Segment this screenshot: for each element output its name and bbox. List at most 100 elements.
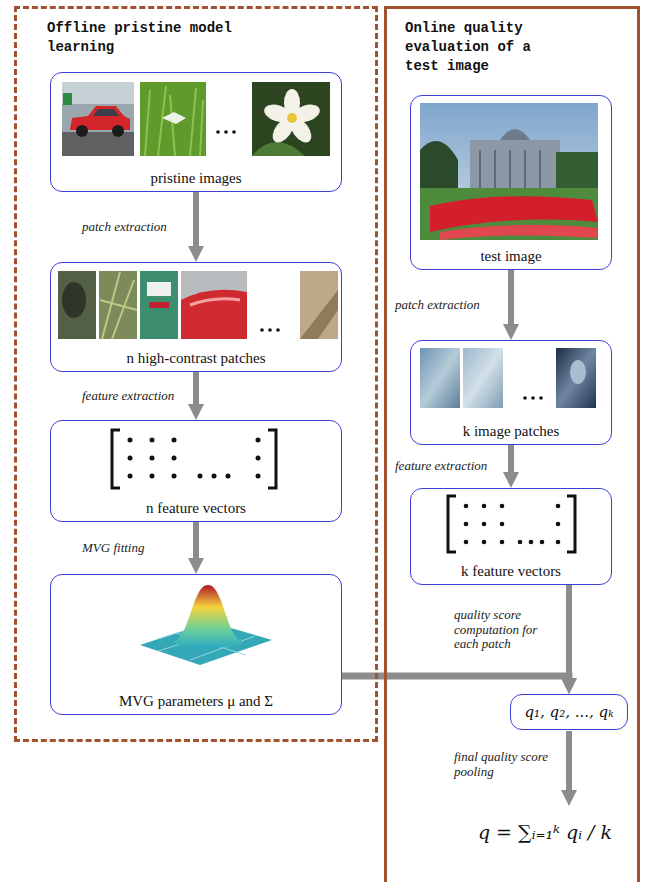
patch xyxy=(463,348,503,408)
dot xyxy=(256,438,261,443)
edge-label: patch extraction xyxy=(80,220,188,235)
flow-arrow xyxy=(193,522,199,562)
dot xyxy=(464,522,469,527)
dot xyxy=(523,396,527,400)
dot xyxy=(518,540,523,545)
process-box: MVG parameters μ and Σ xyxy=(50,574,342,715)
dot xyxy=(531,396,535,400)
patch-detail xyxy=(149,302,169,308)
flow-arrow xyxy=(566,585,572,682)
patch xyxy=(556,348,596,408)
pristine-image-flower xyxy=(252,82,330,156)
dot xyxy=(128,438,133,443)
car-wheel xyxy=(76,125,88,137)
edge-label: feature extraction xyxy=(393,459,501,474)
lawn xyxy=(420,188,598,240)
edge-label: feature extraction xyxy=(80,389,188,404)
edge-label: MVG fitting xyxy=(80,541,188,556)
dot xyxy=(260,328,264,332)
dot xyxy=(276,328,280,332)
box-label: n feature vectors xyxy=(146,499,246,517)
building-columns xyxy=(480,150,540,188)
patch xyxy=(58,271,96,339)
patch xyxy=(140,271,178,339)
dot xyxy=(172,438,177,443)
dot xyxy=(216,130,220,134)
panel-heading: Online quality evaluation of a test imag… xyxy=(405,9,545,76)
building-dome xyxy=(500,129,530,140)
box-label: n high-contrast patches xyxy=(126,349,265,367)
pooling-arrow xyxy=(566,731,572,794)
flower-center xyxy=(287,113,297,123)
dot xyxy=(150,474,155,479)
flow-arrow xyxy=(193,192,199,250)
pristine-image-grass xyxy=(140,82,206,156)
flow-arrow xyxy=(508,445,514,476)
dot xyxy=(212,474,217,479)
patch-detail xyxy=(300,290,338,339)
feature-matrix xyxy=(112,430,276,488)
box-label: k image patches xyxy=(463,422,560,440)
photo-ground xyxy=(62,82,134,156)
patch-detail xyxy=(570,360,586,384)
patch xyxy=(420,348,460,408)
edge-label: patch extraction xyxy=(393,298,501,313)
box-label: q₁, q₂, ..., qₖ xyxy=(524,703,613,721)
photo-ground xyxy=(252,82,330,156)
dot xyxy=(556,522,561,527)
patch xyxy=(300,271,338,339)
process-box: k feature vectors xyxy=(410,488,612,585)
flower-bed xyxy=(440,225,598,240)
butterfly xyxy=(162,112,186,124)
box-label: test image xyxy=(480,247,541,265)
test-photo xyxy=(420,103,598,240)
photo-grass xyxy=(140,82,206,156)
process-box: n feature vectors xyxy=(50,420,342,522)
dot xyxy=(172,456,177,461)
panel-heading: Offline pristine model learning xyxy=(47,9,252,57)
matrix-bracket xyxy=(448,496,575,552)
process-box: k image patches xyxy=(410,340,612,445)
pooling-formula: q = ∑ᵢ₌₁ᵏ qᵢ / k xyxy=(470,821,620,844)
dot xyxy=(226,474,231,479)
dot xyxy=(172,474,177,479)
test-patch-set xyxy=(420,348,596,408)
dot xyxy=(464,540,469,545)
flow-arrow xyxy=(193,372,199,408)
photo-sky xyxy=(420,103,598,240)
feature-matrix xyxy=(448,496,575,552)
leaf xyxy=(252,142,305,156)
pristine-image-car xyxy=(62,82,134,156)
patch xyxy=(181,271,247,339)
dot xyxy=(482,504,487,509)
box-label: k feature vectors xyxy=(461,562,561,580)
photo-sky xyxy=(62,82,134,104)
process-box: n high-contrast patches xyxy=(50,262,342,372)
dot xyxy=(540,540,545,545)
matrix-bracket xyxy=(112,430,276,488)
patch-detail xyxy=(190,299,240,305)
dot xyxy=(150,456,155,461)
photo-road xyxy=(62,132,134,156)
dot xyxy=(198,474,203,479)
dot xyxy=(256,474,261,479)
dot xyxy=(268,328,272,332)
dot xyxy=(556,540,561,545)
offline-panel: Offline pristine model learningpristine … xyxy=(14,6,378,742)
annotation-label: final quality score pooling xyxy=(452,750,556,780)
patch-detail xyxy=(100,272,137,339)
dot xyxy=(556,504,561,509)
car-window xyxy=(93,109,119,116)
dot xyxy=(464,504,469,509)
dot xyxy=(482,522,487,527)
car-wheel xyxy=(112,125,124,137)
box-label: MVG parameters μ and Σ xyxy=(119,692,273,710)
dot xyxy=(500,522,505,527)
dot xyxy=(128,474,133,479)
grass-blades xyxy=(145,86,203,156)
dot xyxy=(128,456,133,461)
building xyxy=(470,140,560,190)
dot xyxy=(232,130,236,134)
dot xyxy=(529,540,534,545)
